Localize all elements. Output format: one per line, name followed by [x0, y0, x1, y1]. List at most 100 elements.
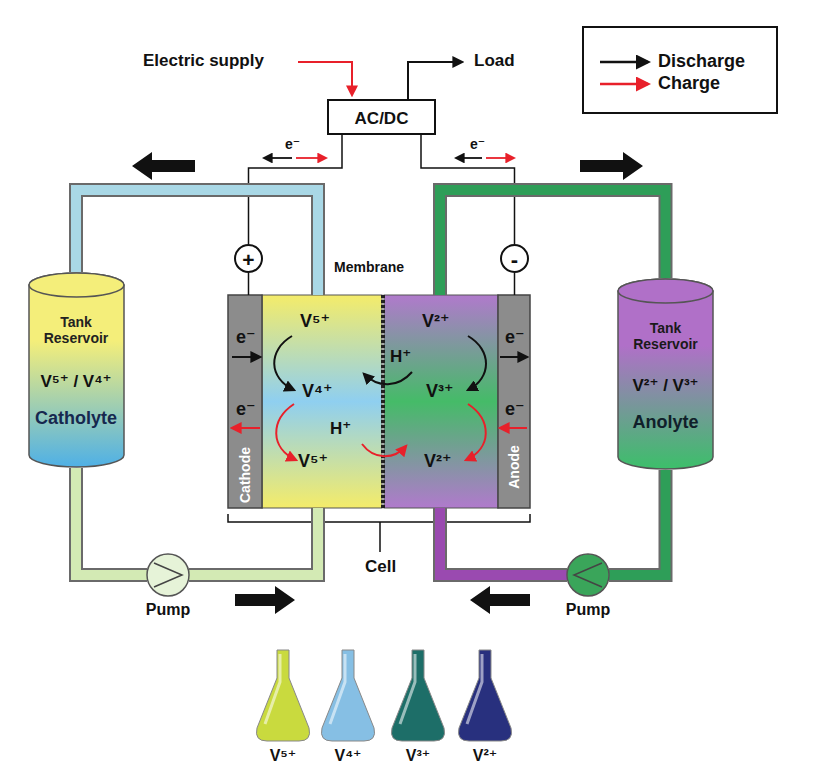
flask-label: V⁴⁺ [318, 747, 378, 765]
anode: e⁻ e⁻ Anode [498, 295, 530, 508]
electrolyte-pipe [189, 508, 318, 575]
pipe-fill [440, 508, 567, 575]
electrode-label: Cathode [237, 447, 253, 503]
electron-label: e⁻ [505, 327, 525, 348]
terminal-circle: - [500, 244, 529, 273]
catholyte-compartment: V⁵⁺V⁴⁺H⁺V⁵⁺ [262, 295, 382, 508]
flask-label: V⁵⁺ [253, 747, 313, 765]
electron-label: e⁻ [285, 136, 300, 152]
pump: Pump [558, 553, 618, 621]
wire-line [514, 273, 516, 295]
electron-label: e⁻ [236, 399, 256, 420]
pipe-outline [440, 190, 666, 295]
ion-label: V⁵⁺ [298, 451, 328, 472]
catholyte-tank: Tank ReservoirV⁵⁺ / V⁴⁺ Catholyte [28, 272, 125, 468]
terminal-circle: + [234, 244, 263, 273]
electrolyte-pipe [440, 190, 666, 295]
ion-label: V⁵⁺ [300, 311, 330, 332]
ion-label: V³⁺ [426, 381, 454, 402]
electron-arrow [500, 356, 527, 358]
supply-arrow [298, 62, 352, 95]
pipe-outline [189, 508, 318, 575]
electron-label: e⁻ [236, 327, 256, 348]
legend-box [583, 27, 777, 113]
pipe-outline [76, 468, 147, 575]
wire-line [248, 273, 250, 295]
pipe-fill [76, 468, 147, 575]
tank-outline [617, 278, 714, 470]
electron-arrow [486, 157, 514, 159]
ion-label: V²⁺ [424, 451, 452, 472]
flask-label: V²⁺ [455, 747, 515, 765]
electrode-label: Anode [506, 445, 522, 489]
anode-electrode [498, 295, 530, 508]
anolyte-tank: Tank ReservoirV²⁺ / V³⁺Anolyte [617, 278, 714, 470]
pipe-outline [440, 508, 567, 575]
membrane [381, 295, 385, 508]
sample-flask: V³⁺ [388, 648, 448, 770]
cathode: e⁻ e⁻ Cathode [228, 295, 262, 508]
proton-label: H⁺ [390, 347, 411, 367]
cell-label: Cell [365, 557, 396, 577]
catholyte-compartment [262, 295, 382, 508]
pipe-fill [189, 508, 318, 575]
load-arrow [408, 62, 462, 99]
ion-label: V⁵⁺ / V⁴⁺ [28, 372, 125, 392]
wire [248, 273, 249, 295]
flow-arrow [132, 152, 195, 180]
flow-arrow [235, 586, 295, 614]
electron-arrow [296, 157, 326, 159]
electron-label: e⁻ [470, 136, 485, 152]
flask-label: V³⁺ [388, 747, 448, 765]
anolyte-compartment: V²⁺ H⁺ V³⁺ V²⁺ [384, 295, 498, 508]
membrane-label: Membrane [334, 259, 404, 275]
flow-arrow [470, 586, 530, 614]
electron-arrow [232, 427, 260, 429]
proton-arrow [364, 372, 412, 384]
converter-label: AC/DC [329, 109, 434, 129]
reaction-arrow [274, 336, 294, 390]
pump: Pump [138, 553, 198, 621]
pump-label: Pump [558, 601, 618, 619]
sample-flask: V⁴⁺ [318, 648, 378, 770]
reaction-arrow [468, 336, 486, 390]
tank-label: Tank Reservoir [28, 314, 125, 346]
electron-arrow [500, 427, 527, 429]
cell-bracket [228, 514, 530, 552]
proton-label: H⁺ [330, 419, 351, 439]
cathode-electrode [228, 295, 262, 508]
electrolyte-label: Catholyte [28, 408, 125, 429]
wire [514, 273, 515, 295]
reaction-arrow [466, 404, 486, 460]
electrolyte-pipe [440, 508, 567, 575]
legend-sample-discharge [600, 61, 648, 64]
proton-arrow [362, 444, 406, 456]
flow-arrow [580, 152, 643, 180]
legend-text: Discharge [658, 51, 745, 72]
pipe-fill [440, 190, 666, 295]
electron-arrow [232, 356, 260, 358]
electrolyte-pipe [609, 470, 666, 575]
electron-arrow [456, 157, 482, 159]
supply-label: Electric supply [143, 51, 264, 71]
tank-outline [28, 272, 125, 468]
converter-box: AC/DC [327, 99, 436, 135]
pipe-outline [609, 470, 666, 575]
sample-flask: V²⁺ [455, 648, 515, 770]
polarity-sign: - [502, 247, 527, 272]
ion-label: V²⁺ [422, 311, 450, 332]
electron-label: e⁻ [505, 399, 525, 420]
reaction-arrow [276, 404, 296, 460]
legend-text: Charge [658, 73, 720, 94]
pipe-fill [609, 470, 666, 575]
electrolyte-label: Anolyte [617, 412, 714, 433]
tank-label: Tank Reservoir [617, 320, 714, 352]
pump-label: Pump [138, 601, 198, 619]
legend-sample-charge [600, 83, 648, 86]
polarity-sign: + [236, 248, 261, 272]
sample-flask: V⁵⁺ [253, 648, 313, 770]
electrolyte-pipe [76, 468, 147, 575]
electron-arrow [264, 157, 292, 159]
load-label: Load [474, 51, 515, 71]
